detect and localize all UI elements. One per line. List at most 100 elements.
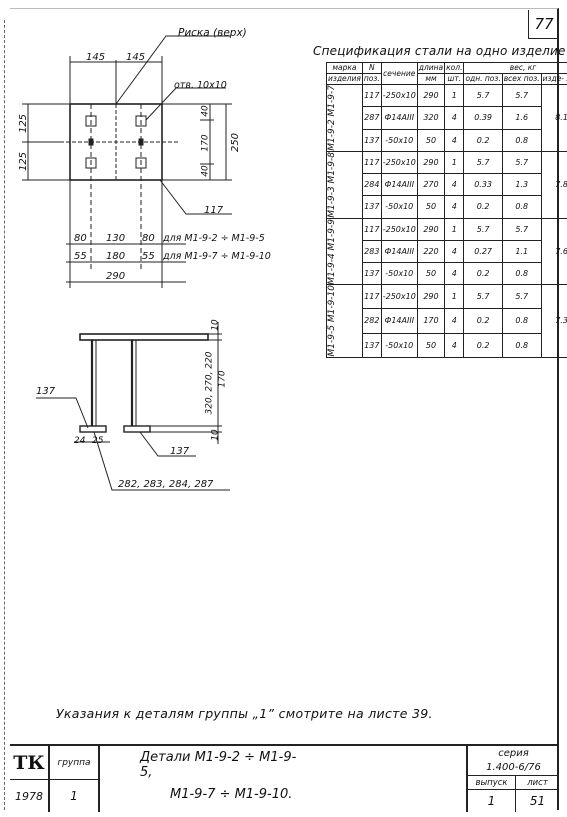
group-mark-text: М1-9-3 М1-9-8 xyxy=(327,151,337,218)
sheet-value: 51 xyxy=(529,794,546,808)
cell-weight-all: 1.3 xyxy=(501,172,542,197)
cell-weight-all: 0.8 xyxy=(501,195,542,219)
cell-qty: 1 xyxy=(444,150,465,175)
cell-weight-all: 1.6 xyxy=(501,106,542,130)
series-value: 1.400-6/76 xyxy=(466,760,559,776)
spec-title: Спецификация стали на одно изделие xyxy=(313,44,566,58)
cell-total-weight: 7.3 xyxy=(540,284,567,358)
cell-weight-one: 5.7 xyxy=(463,284,503,310)
side-heights: 320, 270, 220 xyxy=(204,351,215,415)
group-mark: М1-9-3 М1-9-8 xyxy=(326,150,363,219)
cell-total-weight: 7.8 xyxy=(540,150,567,219)
cell-weight-all: 1.1 xyxy=(501,239,542,264)
cell-poz: 282 xyxy=(361,308,382,334)
binding-margin xyxy=(4,20,11,810)
cell-poz: 117 xyxy=(361,217,382,241)
cell-length: 290 xyxy=(416,83,446,108)
title-line-2: М1-9-7 ÷ М1-9-10. xyxy=(170,786,293,802)
dim-row1-b: 130 xyxy=(106,233,126,244)
hdr-poz: поз. xyxy=(361,73,382,85)
cell-qty: 4 xyxy=(444,239,465,264)
hdr-section: сечение xyxy=(380,62,418,85)
group-mark-text: М1-9-5 М1-9-10 xyxy=(327,285,337,357)
cell-weight-one: 5.7 xyxy=(463,217,503,241)
dim-right-total: 250 xyxy=(230,132,242,153)
side-25: 25 xyxy=(92,436,104,446)
cell-section: Ф14АIII xyxy=(380,172,418,197)
cell-total-weight: 7.6 xyxy=(540,217,567,286)
group-label: группа xyxy=(50,746,100,780)
dim-row1-note: для М1-9-2 ÷ М1-9-5 xyxy=(163,233,265,244)
cell-weight-one: 0.2 xyxy=(463,195,503,219)
group-mark-text: М1-9-2 М1-9-7 xyxy=(327,85,337,151)
cell-section: -250х10 xyxy=(380,284,418,310)
cell-length: 270 xyxy=(416,172,446,197)
dim-row2-a: 55 xyxy=(74,251,87,262)
cell-weight-all: 5.7 xyxy=(501,217,542,241)
cell-poz: 283 xyxy=(361,239,382,264)
hdr-weight: вес, кг xyxy=(463,62,567,74)
hdr-marka: марка xyxy=(326,62,363,74)
dim-row2-note: для М1-9-7 ÷ М1-9-10 xyxy=(163,251,271,262)
cell-section: -250х10 xyxy=(380,83,418,108)
dim-top-2: 145 xyxy=(126,52,146,63)
cell-weight-one: 0.39 xyxy=(463,106,503,130)
hole-label: отв. 10х10 xyxy=(174,80,227,91)
cell-qty: 1 xyxy=(444,83,465,108)
dim-row1-a: 80 xyxy=(74,233,87,244)
cell-weight-all: 5.7 xyxy=(501,83,542,108)
cell-total-weight: 8.1 xyxy=(540,84,567,152)
dim-left-2: 125 xyxy=(18,151,30,172)
cell-weight-one: 5.7 xyxy=(463,150,503,175)
cell-qty: 4 xyxy=(444,332,465,358)
cell-length: 50 xyxy=(416,261,446,286)
spec-table: марка N сечение длина кол. вес, кг издел… xyxy=(326,62,567,358)
side-view-drawing xyxy=(36,322,230,491)
cell-qty: 4 xyxy=(444,195,465,219)
page-frame xyxy=(10,8,559,810)
dim-right-170: 170 xyxy=(200,134,211,152)
dim-row2-b: 180 xyxy=(106,251,126,262)
hdr-izdelia2: изде- лия xyxy=(540,73,567,85)
cell-poz: 287 xyxy=(361,106,382,130)
cell-poz: 137 xyxy=(361,128,382,152)
cell-length: 170 xyxy=(416,308,446,334)
cell-qty: 4 xyxy=(444,106,465,130)
cell-poz: 117 xyxy=(361,150,382,175)
hdr-sht: шт. xyxy=(444,73,465,85)
dim-right-40a: 40 xyxy=(200,105,211,117)
cell-length: 320 xyxy=(416,106,446,130)
cell-length: 50 xyxy=(416,332,446,358)
cell-poz: 137 xyxy=(361,261,382,286)
cell-weight-one: 0.33 xyxy=(463,172,503,197)
side-top-thk: 10 xyxy=(210,319,221,331)
cell-weight-one: 0.2 xyxy=(463,332,503,358)
cell-qty: 1 xyxy=(444,284,465,310)
cell-section: -50х10 xyxy=(380,195,418,219)
cell-length: 290 xyxy=(416,150,446,175)
cell-poz: 137 xyxy=(361,195,382,219)
group-note: Указания к деталям группы „1” смотрите н… xyxy=(56,706,433,721)
group-mark-text: М1-9-4 М1-9-9 xyxy=(327,218,337,285)
cell-weight-one: 0.2 xyxy=(463,261,503,286)
side-170: 170 xyxy=(217,370,228,388)
cell-section: Ф14АIII xyxy=(380,239,418,264)
title-line-1: Детали М1-9-2 ÷ М1-9-5, xyxy=(140,750,297,780)
cell-weight-all: 0.8 xyxy=(501,332,542,358)
cell-weight-all: 5.7 xyxy=(501,284,542,310)
cell-section: Ф14АIII xyxy=(380,308,418,334)
cell-poz: 117 xyxy=(361,83,382,108)
dim-row1-c: 80 xyxy=(142,233,155,244)
side-24: 24 xyxy=(74,436,86,446)
cell-length: 220 xyxy=(416,239,446,264)
